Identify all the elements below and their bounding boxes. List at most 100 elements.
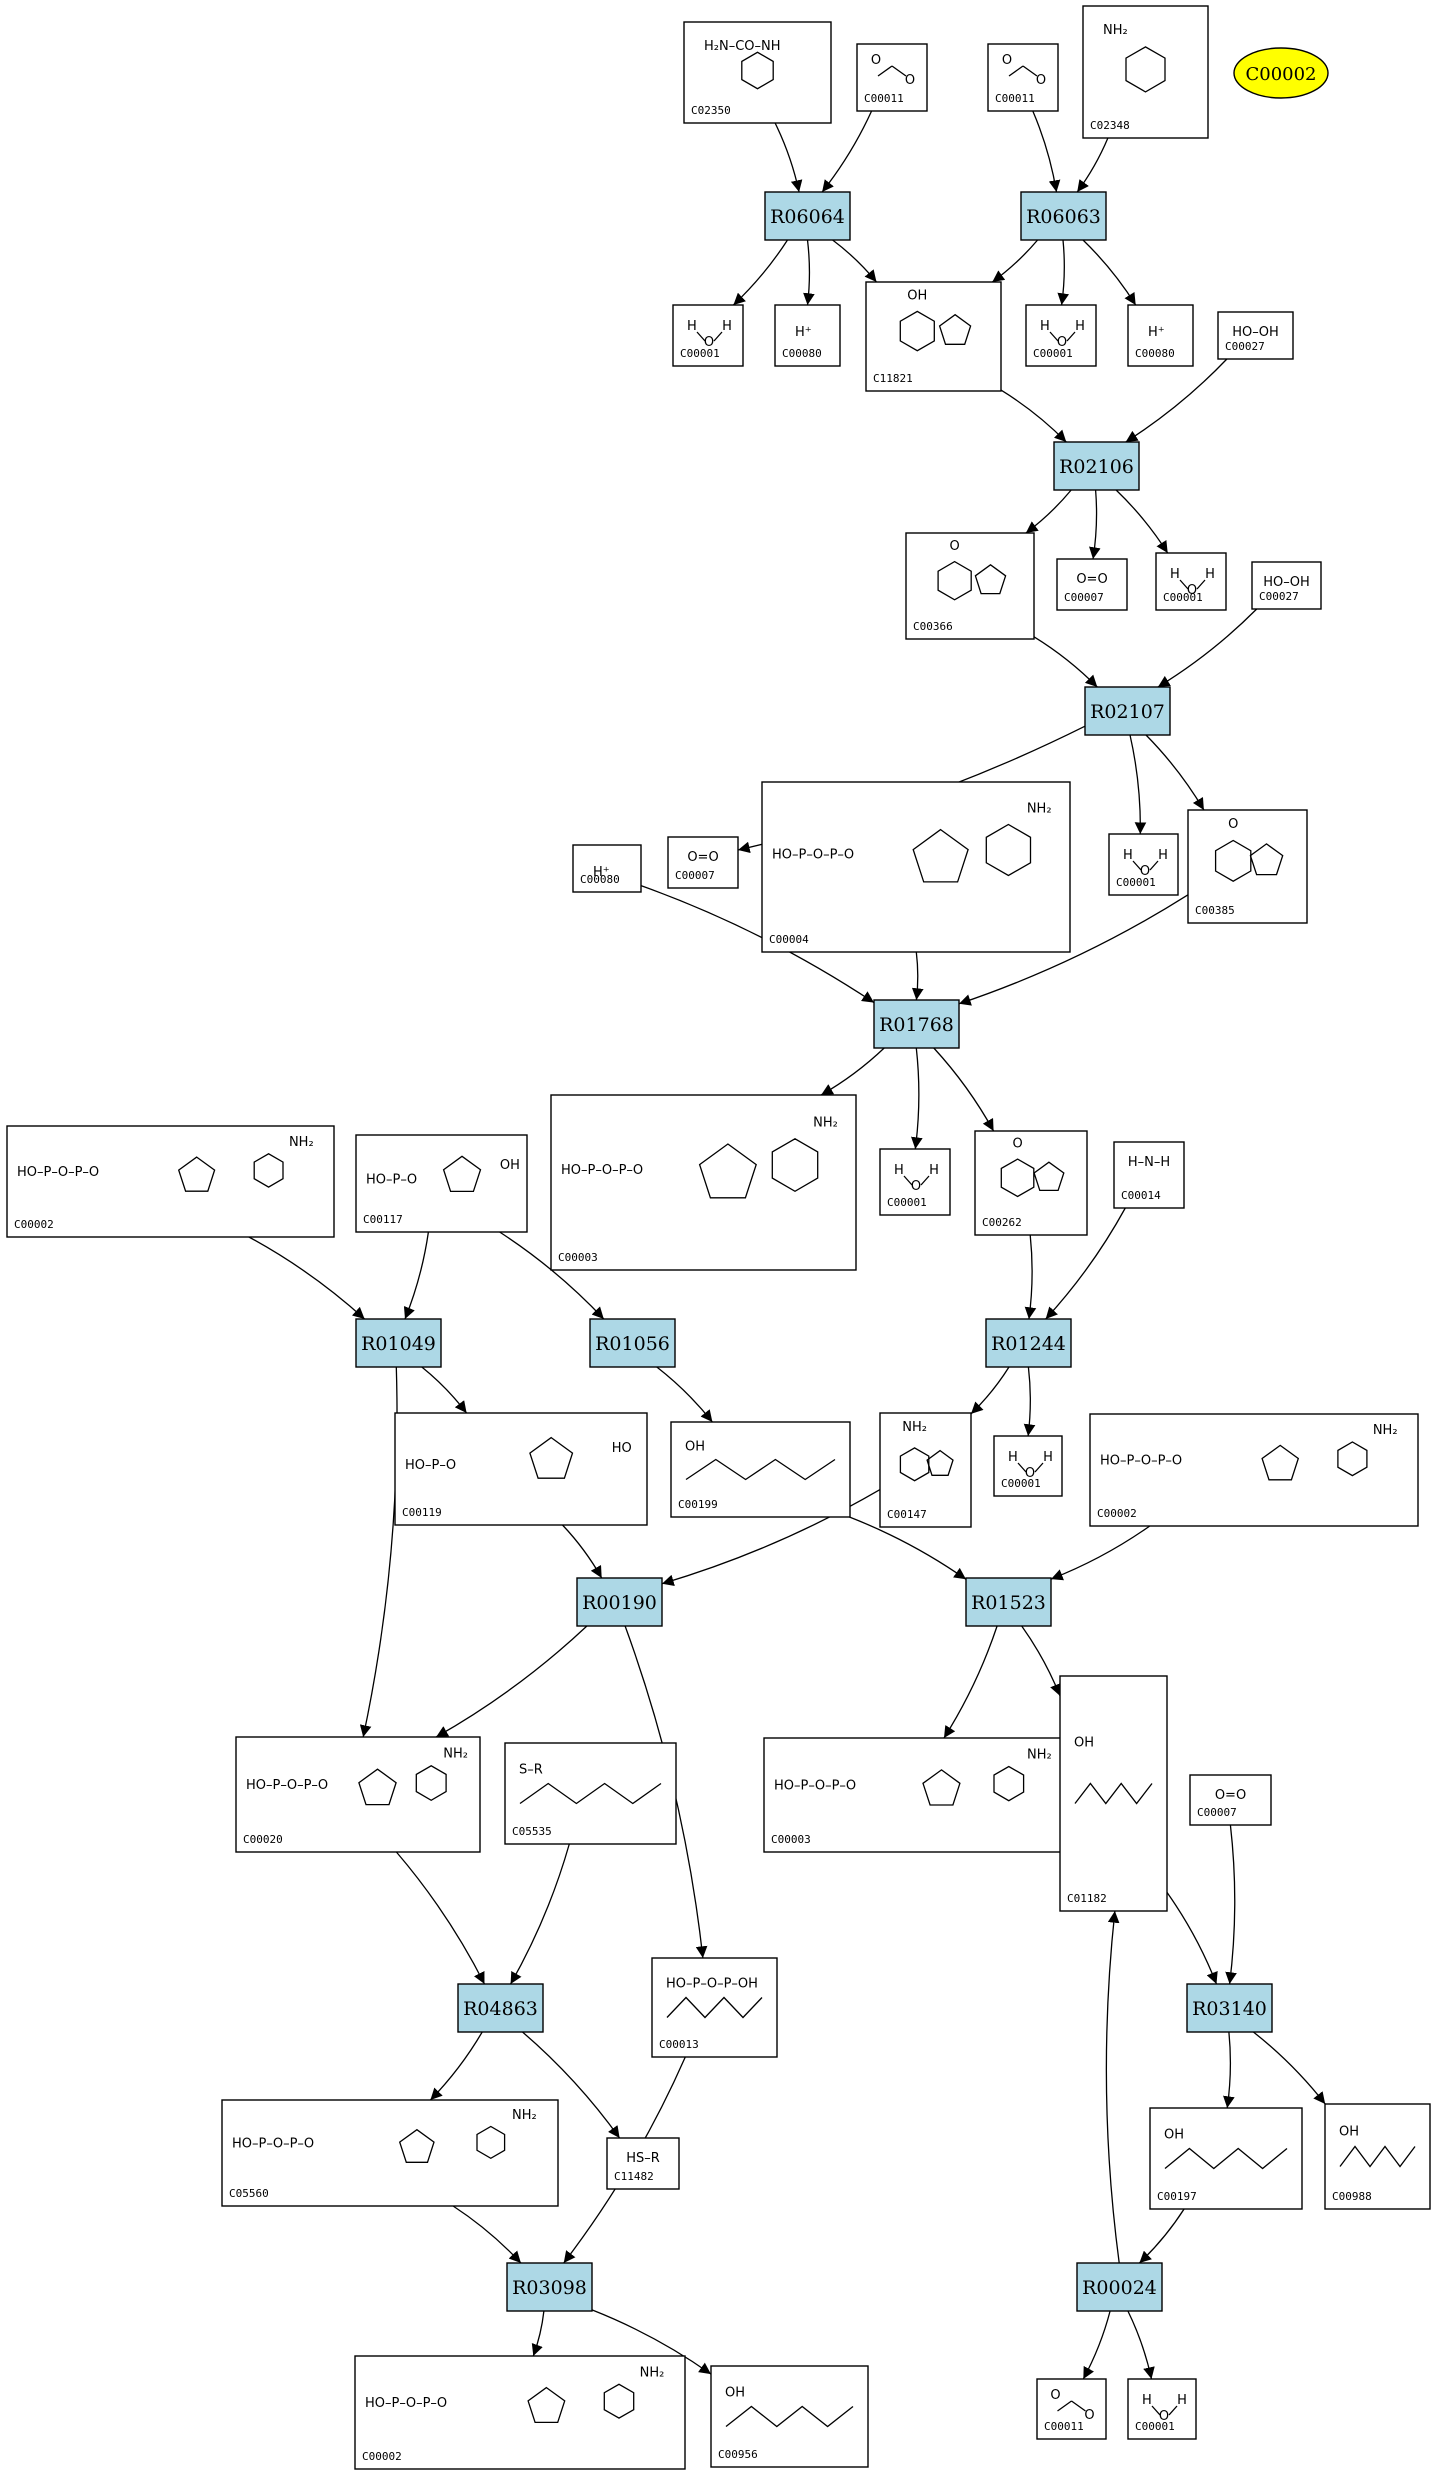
edge-R06063-c00080b: [1082, 239, 1137, 306]
reaction-node[interactable]: R03098: [506, 2262, 593, 2312]
reaction-node[interactable]: R02107: [1084, 686, 1171, 736]
compound-id-label: C00080: [782, 347, 822, 360]
reaction-node[interactable]: R01768: [873, 999, 960, 1049]
reaction-node[interactable]: R01523: [965, 1577, 1052, 1627]
svg-text:H: H: [929, 1163, 939, 1178]
compound-node[interactable]: O C00366: [905, 532, 1035, 640]
svg-text:O: O: [1140, 864, 1150, 879]
svg-text:H: H: [1205, 567, 1215, 582]
edge-R01056-c00199: [656, 1366, 713, 1423]
edge-c01182-R03140: [1166, 1892, 1218, 1985]
edge-c00117-R01049: [403, 1231, 430, 1320]
compound-node[interactable]: HS–R C11482: [606, 2137, 680, 2190]
svg-text:HO–P–O–P–O: HO–P–O–P–O: [17, 1165, 99, 1180]
reaction-node[interactable]: R04863: [457, 1983, 544, 2033]
svg-text:H: H: [1177, 2393, 1187, 2408]
selected-compound-marker[interactable]: C00002: [1233, 47, 1329, 99]
svg-text:HO–P–O–P–OH: HO–P–O–P–OH: [666, 1977, 758, 1992]
reaction-node[interactable]: R06063: [1020, 191, 1107, 241]
svg-text:H: H: [1123, 848, 1133, 863]
edge-c00197-R00024: [1138, 2208, 1185, 2264]
reaction-node[interactable]: R03140: [1186, 1983, 1273, 2033]
compound-id-label: C11482: [614, 2170, 654, 2183]
svg-text:O: O: [1084, 2408, 1094, 2423]
svg-text:O: O: [1025, 1466, 1035, 1481]
compound-node[interactable]: H⁺ C00080: [1127, 304, 1194, 367]
reaction-node[interactable]: R01056: [589, 1318, 676, 1368]
edge-c02350-R06064: [774, 122, 803, 193]
svg-text:OH: OH: [1074, 1736, 1094, 1751]
svg-text:O: O: [950, 539, 960, 554]
edge-R04863-c05560: [429, 2031, 483, 2101]
svg-text:HO: HO: [612, 1441, 632, 1456]
reaction-node[interactable]: R06064: [764, 191, 851, 241]
compound-id-label: C05535: [512, 1825, 552, 1838]
edge-c00004-R01768: [911, 951, 924, 1001]
svg-text:O: O: [1050, 2388, 1060, 2403]
compound-node[interactable]: H⁺C00080: [572, 844, 642, 893]
svg-text:HS–R: HS–R: [626, 2151, 660, 2166]
edge-c00011b-R06063: [1032, 110, 1061, 193]
svg-text:HO–OH: HO–OH: [1232, 325, 1279, 340]
svg-text:H⁺: H⁺: [1148, 325, 1165, 340]
edge-R01049-c00020: [359, 1366, 398, 1738]
svg-text:OH: OH: [500, 1158, 520, 1173]
compound-id-label: C00366: [913, 620, 953, 633]
edge-R06063-c11821: [991, 239, 1039, 283]
reaction-node[interactable]: R00190: [576, 1577, 663, 1627]
svg-text:H: H: [1158, 848, 1168, 863]
svg-text:HO–P–O–P–O: HO–P–O–P–O: [772, 848, 854, 863]
compound-node[interactable]: H⁺C00080: [774, 304, 841, 367]
reaction-node[interactable]: R01244: [985, 1318, 1072, 1368]
edge-c00014-R01244: [1045, 1207, 1126, 1320]
edge-R06064-c00001a: [732, 239, 789, 306]
reaction-node[interactable]: R02106: [1053, 441, 1140, 491]
reaction-label: R00024: [1082, 2277, 1157, 2299]
svg-text:S–R: S–R: [519, 1762, 543, 1777]
compound-id-label: C00080: [1135, 347, 1175, 360]
compound-id-label: C00197: [1157, 2190, 1197, 2203]
compound-node[interactable]: S–R C05535: [504, 1742, 677, 1845]
reaction-node[interactable]: R00024: [1076, 2262, 1163, 2312]
edge-R06063-c00001b: [1057, 239, 1070, 306]
reaction-node[interactable]: R01049: [355, 1318, 442, 1368]
